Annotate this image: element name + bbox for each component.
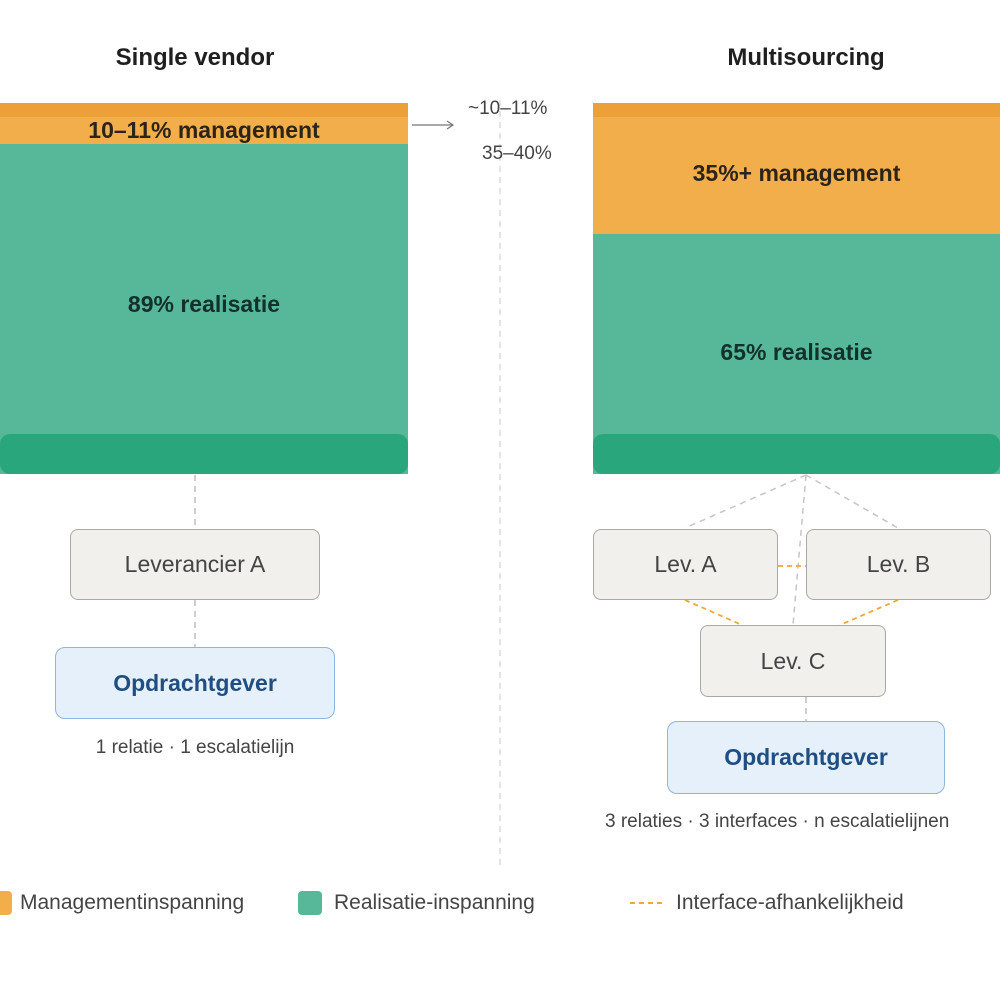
vendor-a-box: Leverancier A: [70, 529, 320, 600]
left-realisation-label: 89% realisatie: [127, 290, 281, 317]
interface-a-c-line: [684, 599, 743, 626]
right-bar-to-lev-c-line: [792, 474, 807, 626]
right-management-segment: 35%+ management: [593, 103, 1000, 234]
right-realisation-segment: 65% realisatie: [593, 234, 1000, 474]
left-title: Single vendor: [115, 44, 275, 71]
right-management-label: 35%+ management: [692, 160, 901, 186]
right-title: Multisourcing: [727, 44, 885, 71]
interface-b-c-line: [839, 599, 899, 626]
left-realisation-segment: 89% realisatie: [0, 144, 408, 474]
annotation-arrow-head: [446, 120, 455, 130]
left-management-label: 10–11% management: [88, 117, 320, 143]
left-management-segment: 10–11% management: [0, 103, 408, 144]
right-client-box: Opdrachtgever: [667, 721, 945, 794]
right-caption: 3 relaties · 3 interfaces · n escalatiel…: [605, 811, 950, 832]
left-client-box: Opdrachtgever: [55, 647, 335, 719]
left-caption: 1 relatie · 1 escalatielijn: [95, 737, 295, 758]
right-bar-to-lev-a-line: [684, 474, 807, 529]
lev-b-box: Lev. B: [806, 529, 991, 600]
annotation-top: ~10–11%: [468, 98, 548, 119]
right-bar-to-lev-b-line: [805, 474, 899, 529]
legend-interface-label: Interface-afhankelijkheid: [676, 891, 904, 914]
lev-a-label: Lev. A: [654, 551, 717, 577]
lev-b-label: Lev. B: [866, 551, 931, 577]
annotation-bottom: 35–40%: [482, 143, 552, 164]
lev-a-box: Lev. A: [593, 529, 778, 600]
lev-c-box: Lev. C: [700, 625, 886, 697]
legend-management-swatch: [0, 891, 12, 915]
legend-realisation-label: Realisatie-inspanning: [334, 891, 535, 914]
left-client-label: Opdrachtgever: [113, 669, 277, 696]
legend-management-label: Managementinspanning: [20, 891, 245, 914]
vendor-a-label: Leverancier A: [124, 551, 266, 577]
legend-realisation-swatch: [298, 891, 322, 915]
right-client-label: Opdrachtgever: [724, 744, 888, 770]
right-realisation-label: 65% realisatie: [720, 338, 873, 365]
lev-c-label: Lev. C: [760, 647, 826, 674]
